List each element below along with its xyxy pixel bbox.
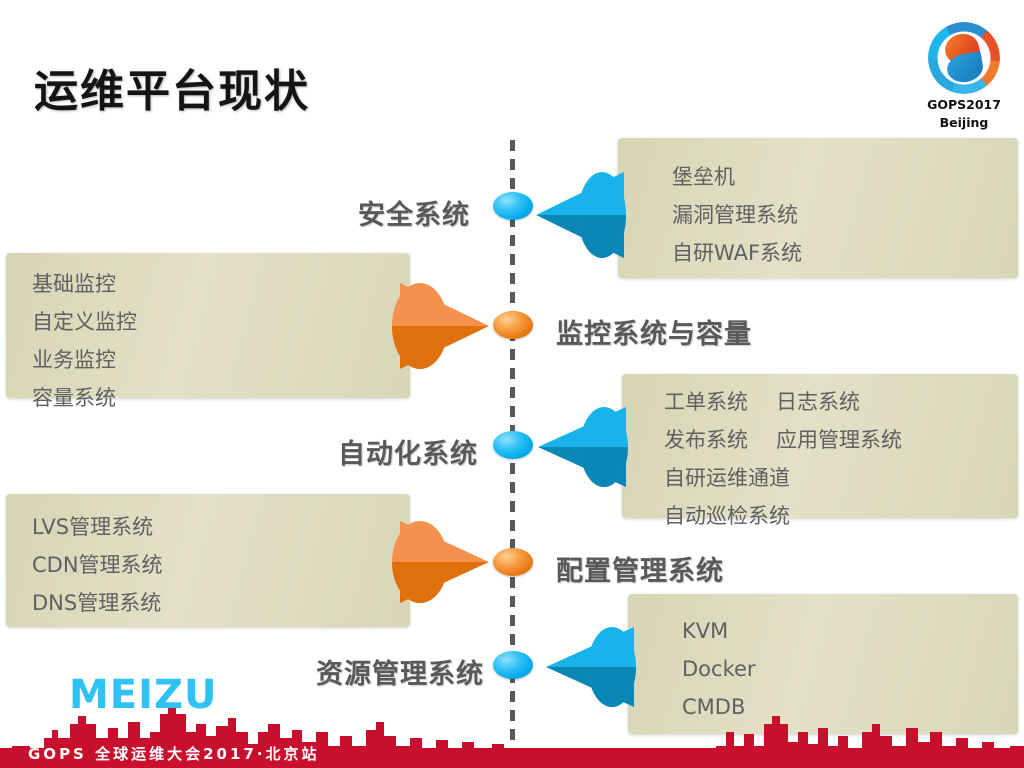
- item-text: DNS管理系统: [32, 591, 162, 615]
- item-text: 自动巡检系统: [664, 504, 790, 528]
- item-text: CDN管理系统: [32, 553, 163, 577]
- item-text: 业务监控: [32, 348, 116, 372]
- list-item: 基础监控: [32, 265, 410, 303]
- cone-automation: [538, 407, 628, 487]
- timeline-node-monitoring[interactable]: [493, 311, 533, 339]
- infobox-resource: KVM Docker CMDB: [628, 594, 1018, 734]
- list-item: 自研WAF系统: [672, 234, 1018, 272]
- item-text: LVS管理系统: [32, 515, 154, 539]
- infobox-monitoring-lines: 基础监控 自定义监控 业务监控 容量系统: [32, 265, 410, 417]
- cone-monitoring: [376, 283, 491, 369]
- gops-logo: GOPS2017 Beijing: [918, 22, 1010, 130]
- infobox-security: 堡垒机 漏洞管理系统 自研WAF系统: [618, 138, 1018, 278]
- timeline-node-configuration[interactable]: [493, 548, 533, 576]
- infobox-resource-lines: KVM Docker CMDB: [682, 612, 1018, 726]
- infobox-automation: 工单系统 日志系统 发布系统 应用管理系统 自研运维通道 自动巡检系统: [622, 374, 1018, 528]
- gops-swirl-icon: [928, 22, 1000, 94]
- item-text: 堡垒机: [672, 165, 735, 189]
- list-item: 工单系统 日志系统: [664, 383, 1018, 421]
- meizu-logo: MEIZU: [69, 672, 218, 718]
- page-title: 运维平台现状: [34, 66, 310, 117]
- item-text: Docker: [682, 657, 756, 681]
- list-item: DNS管理系统: [32, 584, 410, 622]
- list-item: 容量系统: [32, 379, 410, 417]
- item-text: 工单系统: [664, 390, 748, 414]
- list-item: 自定义监控: [32, 303, 410, 341]
- item-text: KVM: [682, 619, 729, 643]
- list-item: KVM: [682, 612, 1018, 650]
- timeline-node-automation[interactable]: [493, 431, 533, 459]
- timeline-node-resource[interactable]: [493, 651, 533, 679]
- stage-label-configuration: 配置管理系统: [556, 556, 724, 587]
- list-item: 发布系统 应用管理系统: [664, 421, 1018, 459]
- list-item: 自动巡检系统: [664, 497, 1018, 535]
- infobox-configuration-lines: LVS管理系统 CDN管理系统 DNS管理系统: [32, 508, 410, 622]
- stage-label-automation: 自动化系统: [338, 439, 478, 470]
- stage-label-resource: 资源管理系统: [316, 659, 484, 690]
- gops-logo-name: GOPS2017: [927, 97, 1001, 112]
- item-text: 容量系统: [32, 386, 116, 410]
- item-text: 基础监控: [32, 272, 116, 296]
- infobox-monitoring: 基础监控 自定义监控 业务监控 容量系统: [6, 253, 410, 410]
- item-text: 自定义监控: [32, 310, 137, 334]
- item-text-secondary: 应用管理系统: [776, 428, 902, 452]
- list-item: CMDB: [682, 688, 1018, 726]
- cone-configuration: [376, 521, 491, 603]
- item-text: 发布系统: [664, 428, 748, 452]
- list-item: CDN管理系统: [32, 546, 410, 584]
- stage-label-monitoring: 监控系统与容量: [556, 319, 752, 350]
- list-item: Docker: [682, 650, 1018, 688]
- infobox-security-lines: 堡垒机 漏洞管理系统 自研WAF系统: [672, 158, 1018, 272]
- timeline-node-security[interactable]: [493, 192, 533, 220]
- cone-security: [536, 172, 626, 258]
- list-item: LVS管理系统: [32, 508, 410, 546]
- item-text-secondary: 日志系统: [776, 390, 860, 414]
- infobox-configuration: LVS管理系统 CDN管理系统 DNS管理系统: [6, 494, 410, 627]
- item-text: 自研WAF系统: [672, 241, 803, 265]
- item-text: CMDB: [682, 695, 746, 719]
- list-item: 业务监控: [32, 341, 410, 379]
- footer-skyline-band: [0, 702, 1024, 768]
- item-text: 漏洞管理系统: [672, 203, 798, 227]
- list-item: 自研运维通道: [664, 459, 1018, 497]
- list-item: 堡垒机: [672, 158, 1018, 196]
- cone-resource: [546, 627, 636, 707]
- stage-label-security: 安全系统: [358, 200, 470, 231]
- footer-banner-text: GOPS 全球运维大会2017·北京站: [28, 745, 320, 763]
- gops-logo-city: Beijing: [939, 115, 989, 130]
- infobox-automation-lines: 工单系统 日志系统 发布系统 应用管理系统 自研运维通道 自动巡检系统: [664, 383, 1018, 535]
- item-text: 自研运维通道: [664, 466, 790, 490]
- list-item: 漏洞管理系统: [672, 196, 1018, 234]
